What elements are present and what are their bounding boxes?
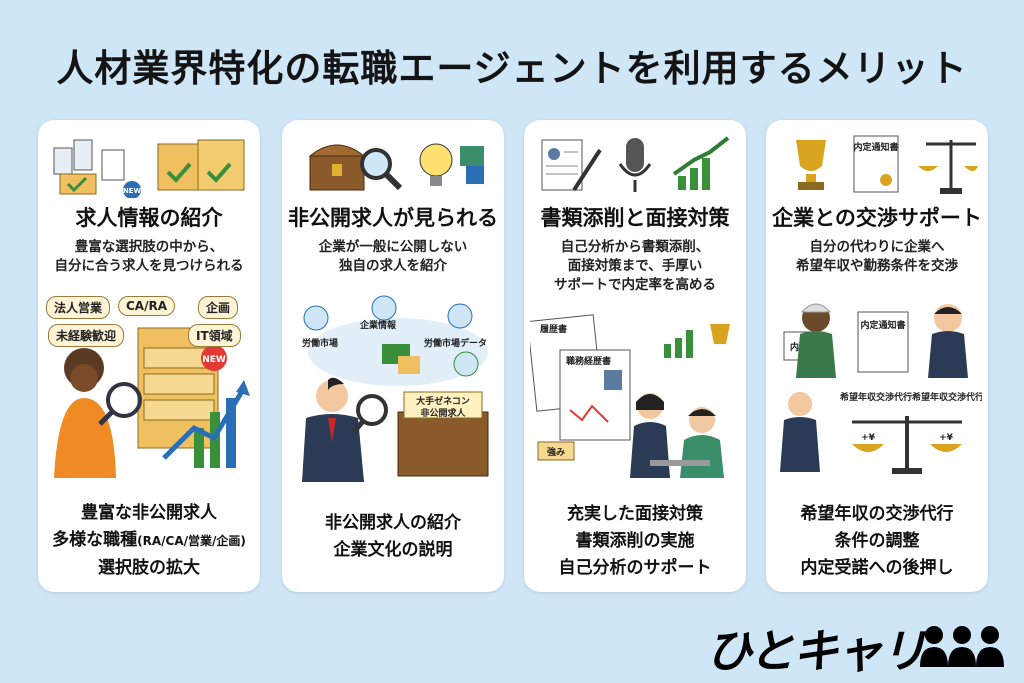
card-points: 豊富な非公開求人 多様な職種(RA/CA/営業/企画) 選択肢の拡大 <box>52 503 246 578</box>
brand-logo: ひとキャリ <box>706 615 1006 678</box>
card-heading: 企業との交渉サポート <box>772 206 982 230</box>
tag-ca-ra: CA/RA <box>118 296 176 316</box>
svg-text:履歴書: 履歴書 <box>539 323 567 335</box>
trophy-offer-scale-icon: 内定通知書 <box>796 135 978 194</box>
people-icon <box>920 626 1004 667</box>
card-description: 企業が一般に公開しない 独自の求人を紹介 <box>318 239 468 274</box>
tag-it: IT領域 <box>188 324 241 347</box>
card-points: 非公開求人の紹介 企業文化の説明 <box>325 513 461 560</box>
svg-text:+¥: +¥ <box>939 433 954 443</box>
tag-planning: 企画 <box>198 296 239 319</box>
card-hidden-jobs: 非公開求人が見られる 企業が一般に公開しない 独自の求人を紹介 企業情報 労働市… <box>282 120 504 592</box>
resume-microphone-chart-icon <box>541 136 730 192</box>
svg-text:職務経歴書: 職務経歴書 <box>566 355 611 367</box>
svg-text:NEW: NEW <box>202 355 226 365</box>
card-heading: 求人情報の紹介 <box>75 206 223 230</box>
card-job-introduction: NEW 求人情報の紹介 豊富な選択肢の中から、 自分に合う求人を見つけられる N… <box>38 120 260 592</box>
page-title: 人材業界特化の転職エージェントを利用するメリット <box>56 47 968 90</box>
interview-illustration: 履歴書 職務経歴書 強み <box>530 314 730 478</box>
hidden-jobs-illustration: 企業情報 労働市場 労働市場データ 大手ゼネコン 非公開求人 <box>302 295 489 482</box>
svg-text:企業情報: 企業情報 <box>359 319 397 331</box>
svg-text:内定通知書: 内定通知書 <box>860 319 905 331</box>
svg-text:+¥: +¥ <box>861 433 876 443</box>
card-negotiation-support: 内定通知書 企業との交渉サポート 自分の代わりに企業へ 希望年収や勤務条件を交渉… <box>766 120 988 592</box>
card-description: 自分の代わりに企業へ 希望年収や勤務条件を交渉 <box>796 239 958 274</box>
tag-no-experience: 未経験歓迎 <box>48 324 125 347</box>
svg-text:労働市場: 労働市場 <box>302 337 338 349</box>
svg-text:NEW: NEW <box>123 187 142 195</box>
card-description: 自己分析から書類添削、 面接対策まで、手厚い サポートで内定率を高める <box>554 239 716 293</box>
svg-text:強み: 強み <box>547 446 565 458</box>
card-document-interview: 書類添削と面接対策 自己分析から書類添削、 面接対策まで、手厚い サポートで内定… <box>524 120 746 592</box>
svg-text:大手ゼネコン: 大手ゼネコン <box>416 395 470 407</box>
negotiation-illustration: 内定通知書 内定 希望年収交渉代行 希望年収交渉代行 +¥ +¥ <box>780 303 982 474</box>
svg-text:非公開求人: 非公開求人 <box>420 407 466 419</box>
card-points: 充実した面接対策 書類添削の実施 自己分析のサポート <box>558 504 712 578</box>
job-search-illustration: NEW <box>54 327 250 478</box>
card-description: 豊富な選択肢の中から、 自分に合う求人を見つけられる <box>54 239 244 274</box>
card-points: 希望年収の交渉代行 条件の調整 内定受諾への後押し <box>800 504 954 578</box>
svg-text:希望年収交渉代行: 希望年収交渉代行 <box>840 391 912 403</box>
card-heading: 非公開求人が見られる <box>288 206 498 230</box>
svg-text:希望年収交渉代行: 希望年収交渉代行 <box>912 391 982 403</box>
brand-logo-text: ひとキャリ <box>706 624 927 678</box>
svg-text:労働市場データ: 労働市場データ <box>424 337 487 349</box>
tag-corporate-sales: 法人営業 <box>46 296 111 319</box>
svg-text:内定通知書: 内定通知書 <box>853 141 898 153</box>
card-heading: 書類添削と面接対策 <box>540 206 730 230</box>
folders-icon: NEW <box>53 139 245 198</box>
treasure-chest-icon <box>308 143 484 191</box>
